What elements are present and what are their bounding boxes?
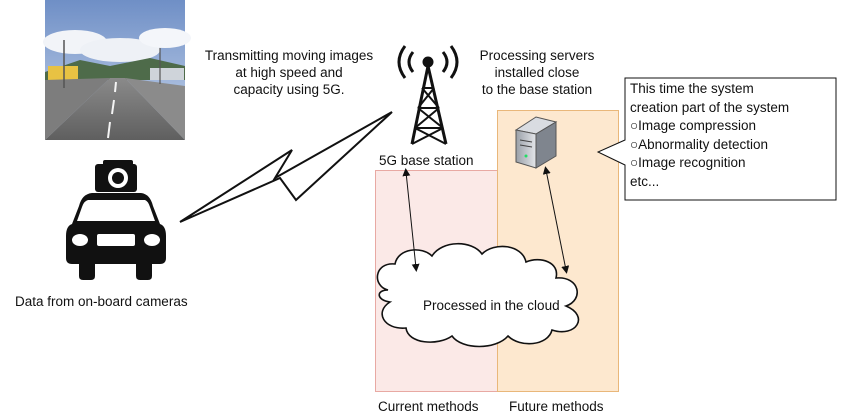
servers-text-line: to the base station — [481, 82, 593, 97]
callout-line: ○Image compression — [630, 118, 756, 133]
callout-line: etc... — [630, 173, 660, 189]
servers-text: Processing servers installed close to th… — [462, 47, 612, 98]
callout-line: creation part of the system — [630, 99, 790, 115]
cloud-icon — [376, 243, 580, 348]
arrow-base-station-to-cloud — [402, 168, 420, 272]
road-photo — [43, 0, 191, 140]
camera-label: Data from on-board cameras — [15, 294, 188, 309]
callout-box — [596, 77, 837, 201]
callout-line: ○Image recognition — [630, 155, 746, 170]
callout-text: This time the system creation part of th… — [630, 80, 789, 191]
transmit-text-line: Transmitting moving images — [204, 48, 374, 63]
transmit-text: Transmitting moving images at high speed… — [184, 47, 394, 98]
servers-text-line: Processing servers — [479, 48, 595, 63]
future-methods-label: Future methods — [509, 399, 604, 414]
lightning-bolt-icon — [179, 111, 393, 223]
transmit-text-line: capacity using 5G. — [233, 82, 345, 97]
antenna-tower-icon — [397, 45, 459, 145]
callout-line: This time the system — [630, 81, 754, 96]
base-station-label: 5G base station — [379, 153, 474, 168]
cloud-label: Processed in the cloud — [423, 298, 560, 313]
car-with-camera-icon — [66, 160, 166, 280]
callout-line: ○Abnormality detection — [630, 136, 768, 152]
server-icon — [514, 116, 558, 169]
current-methods-label: Current methods — [378, 399, 479, 414]
transmit-text-line: at high speed and — [235, 65, 343, 80]
arrow-server-to-cloud — [542, 166, 570, 274]
servers-text-line: installed close — [494, 65, 580, 80]
